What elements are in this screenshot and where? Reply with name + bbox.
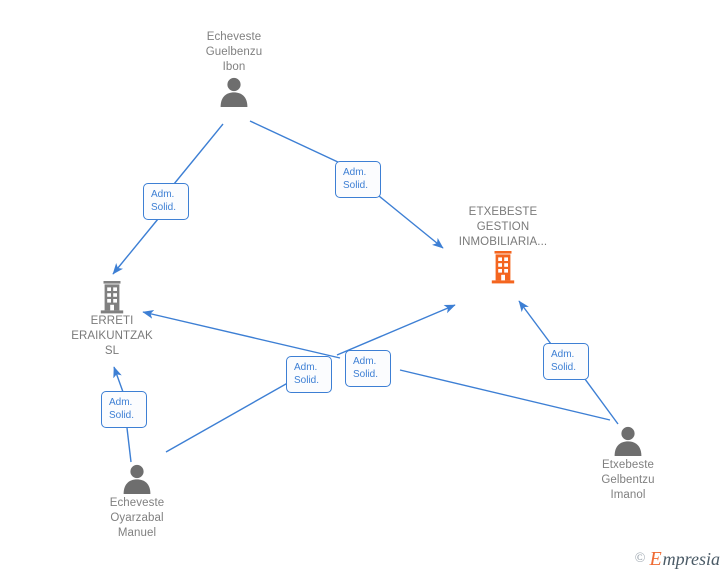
node-label-manuel: Echeveste Oyarzabal Manuel — [109, 497, 165, 539]
edge-line-1a — [173, 123, 224, 185]
empresia-watermark: © E mpresia — [635, 549, 720, 569]
node-label-ibon: Echeveste Guelbenzu Ibon — [205, 31, 263, 73]
edge-label-manuel-etxebeste[interactable]: Adm. Solid. — [286, 356, 332, 393]
edge-label-ibon-etxebeste[interactable]: Adm. Solid. — [335, 161, 381, 198]
edge-line-6a — [581, 374, 619, 425]
copyright-icon: © — [634, 551, 646, 566]
edge-label-imanol-erreti[interactable]: Adm. Solid. — [345, 350, 391, 387]
edge-line-5a — [399, 369, 611, 421]
node-label-erreti: ERRETI ERAIKUNTZAK SL — [71, 315, 153, 357]
person-icon — [563, 424, 693, 458]
node-echeveste-guelbenzu-ibon[interactable]: Echeveste Guelbenzu Ibon — [169, 30, 299, 109]
brand-initial: E — [649, 548, 662, 570]
brand-name: mpresia — [662, 549, 720, 569]
person-icon — [72, 462, 202, 496]
node-label-imanol: Etxebeste Gelbentzu Imanol — [601, 459, 655, 501]
node-etxebeste-gelbentzu-imanol[interactable]: Etxebeste Gelbentzu Imanol — [563, 424, 693, 503]
node-echeveste-oyarzabal-manuel[interactable]: Echeveste Oyarzabal Manuel — [72, 462, 202, 541]
edge-line-1b — [112, 218, 159, 275]
edge-line-2a — [249, 120, 341, 164]
edge-line-3a — [126, 427, 132, 463]
edge-line-4b — [336, 304, 456, 356]
node-erreti-eraikuntzak-sl[interactable]: ERRETI ERAIKUNTZAK SL — [47, 280, 177, 359]
edge-line-5b — [142, 310, 341, 359]
node-etxebeste-gestion-inmobiliaria[interactable]: ETXEBESTE GESTION INMOBILIARIA... — [438, 205, 568, 284]
edge-label-manuel-erreti[interactable]: Adm. Solid. — [101, 391, 147, 428]
person-icon — [169, 75, 299, 109]
building-icon — [438, 250, 568, 284]
edge-line-2b — [378, 195, 444, 249]
node-label-etxebeste-gestion: ETXEBESTE GESTION INMOBILIARIA... — [458, 206, 548, 248]
edge-line-6b — [518, 300, 552, 345]
edge-line-4a — [165, 379, 294, 453]
edge-label-imanol-etxebeste[interactable]: Adm. Solid. — [543, 343, 589, 380]
building-icon — [47, 280, 177, 314]
edge-label-ibon-erreti[interactable]: Adm. Solid. — [143, 183, 189, 220]
edge-line-3b — [113, 366, 124, 393]
